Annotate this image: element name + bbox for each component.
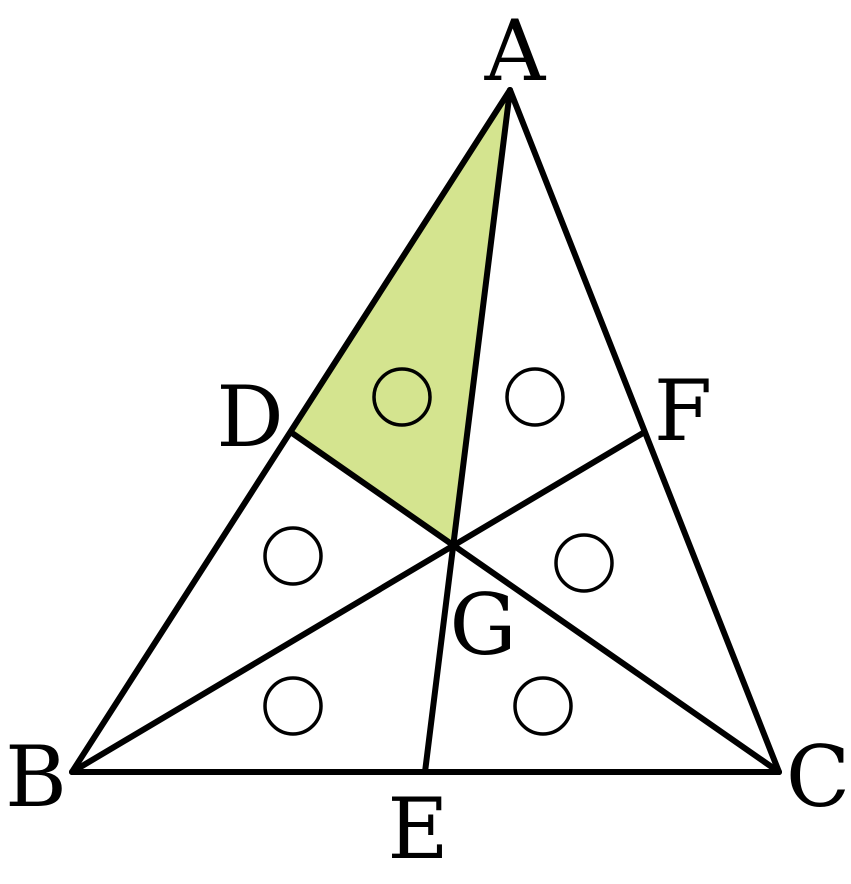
cevian-ae bbox=[422, 87, 513, 775]
label-g: G bbox=[449, 576, 516, 674]
label-e: E bbox=[387, 780, 448, 878]
region-marker-bdg bbox=[263, 526, 323, 586]
label-c: C bbox=[786, 728, 850, 826]
region-marker-afg bbox=[505, 367, 565, 427]
region-marker-adg bbox=[372, 367, 432, 427]
region-marker-beg bbox=[263, 676, 323, 736]
cevian-bf bbox=[69, 430, 646, 775]
cevian-cd bbox=[289, 430, 782, 775]
label-d: D bbox=[216, 368, 283, 466]
label-b: B bbox=[5, 728, 67, 826]
region-markers bbox=[263, 367, 614, 736]
segments bbox=[69, 87, 782, 775]
label-f: F bbox=[654, 362, 712, 460]
vertex-labels: A B C D E F G bbox=[5, 2, 850, 878]
label-a: A bbox=[484, 2, 547, 100]
region-marker-ceg bbox=[513, 676, 573, 736]
region-marker-cfg bbox=[554, 533, 614, 593]
shaded-region-adg bbox=[292, 90, 510, 543]
